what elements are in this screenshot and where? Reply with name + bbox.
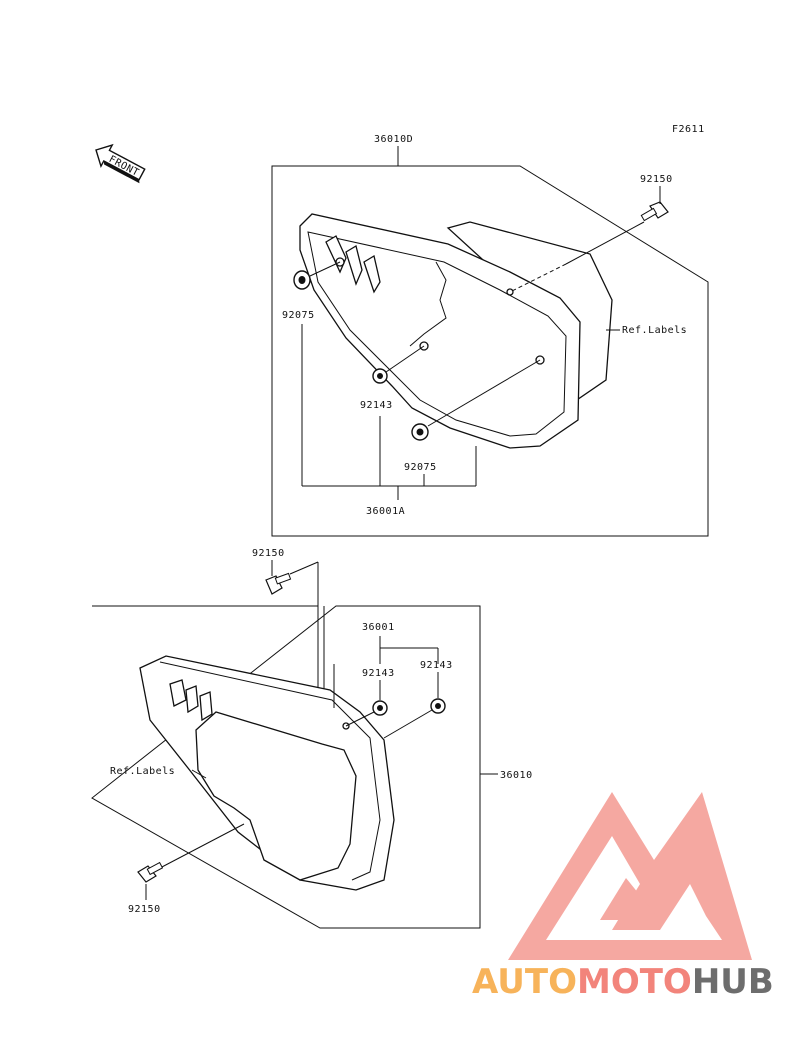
label-92143-top: 92143 xyxy=(360,400,393,411)
watermark-hub: HUB xyxy=(691,962,774,1002)
grommet-92075-left xyxy=(293,270,311,290)
top-assembly-frame xyxy=(271,165,709,537)
label-92150-bottom-top: 92150 xyxy=(252,548,285,559)
label-92143-bottom-left: 92143 xyxy=(362,668,395,679)
label-36001: 36001 xyxy=(362,622,395,633)
nut-92143-top xyxy=(372,368,388,384)
label-ref-labels-bottom: Ref.Labels xyxy=(110,766,175,777)
label-92075-bottom: 92075 xyxy=(404,462,437,473)
watermark-moto: MOTO xyxy=(576,962,692,1002)
watermark-logo xyxy=(508,792,752,960)
label-92075-left: 92075 xyxy=(282,310,315,321)
bolt-92150-bottom-bottom xyxy=(137,861,164,883)
watermark-auto: AUTO xyxy=(472,962,577,1002)
front-arrow-icon: FRONT xyxy=(95,143,146,184)
label-92150-bottom-bottom: 92150 xyxy=(128,904,161,915)
nut-92143-bottom-left xyxy=(372,700,388,716)
figure-code: F2611 xyxy=(672,124,705,135)
ref-label-plate-bottom xyxy=(195,711,357,881)
label-92143-bottom-right: 92143 xyxy=(420,660,453,671)
label-36001A: 36001A xyxy=(366,506,405,517)
label-36010D: 36010D xyxy=(374,134,413,145)
watermark-text: AUTOMOTOHUB xyxy=(472,962,774,1002)
label-36010: 36010 xyxy=(500,770,533,781)
top-assembly: 36010D 92150 92075 xyxy=(271,134,709,537)
bolt-92150-top xyxy=(640,201,669,222)
bottom-assembly-frame xyxy=(91,605,481,929)
grommet-92075-bottom xyxy=(411,423,429,441)
bolt-92150-bottom-top xyxy=(265,572,292,595)
bottom-assembly: 92150 36001 92143 92143 xyxy=(91,548,533,929)
nut-92143-bottom-right xyxy=(430,698,446,714)
label-ref-labels-top: Ref.Labels xyxy=(622,325,687,336)
label-92150-top: 92150 xyxy=(640,174,673,185)
